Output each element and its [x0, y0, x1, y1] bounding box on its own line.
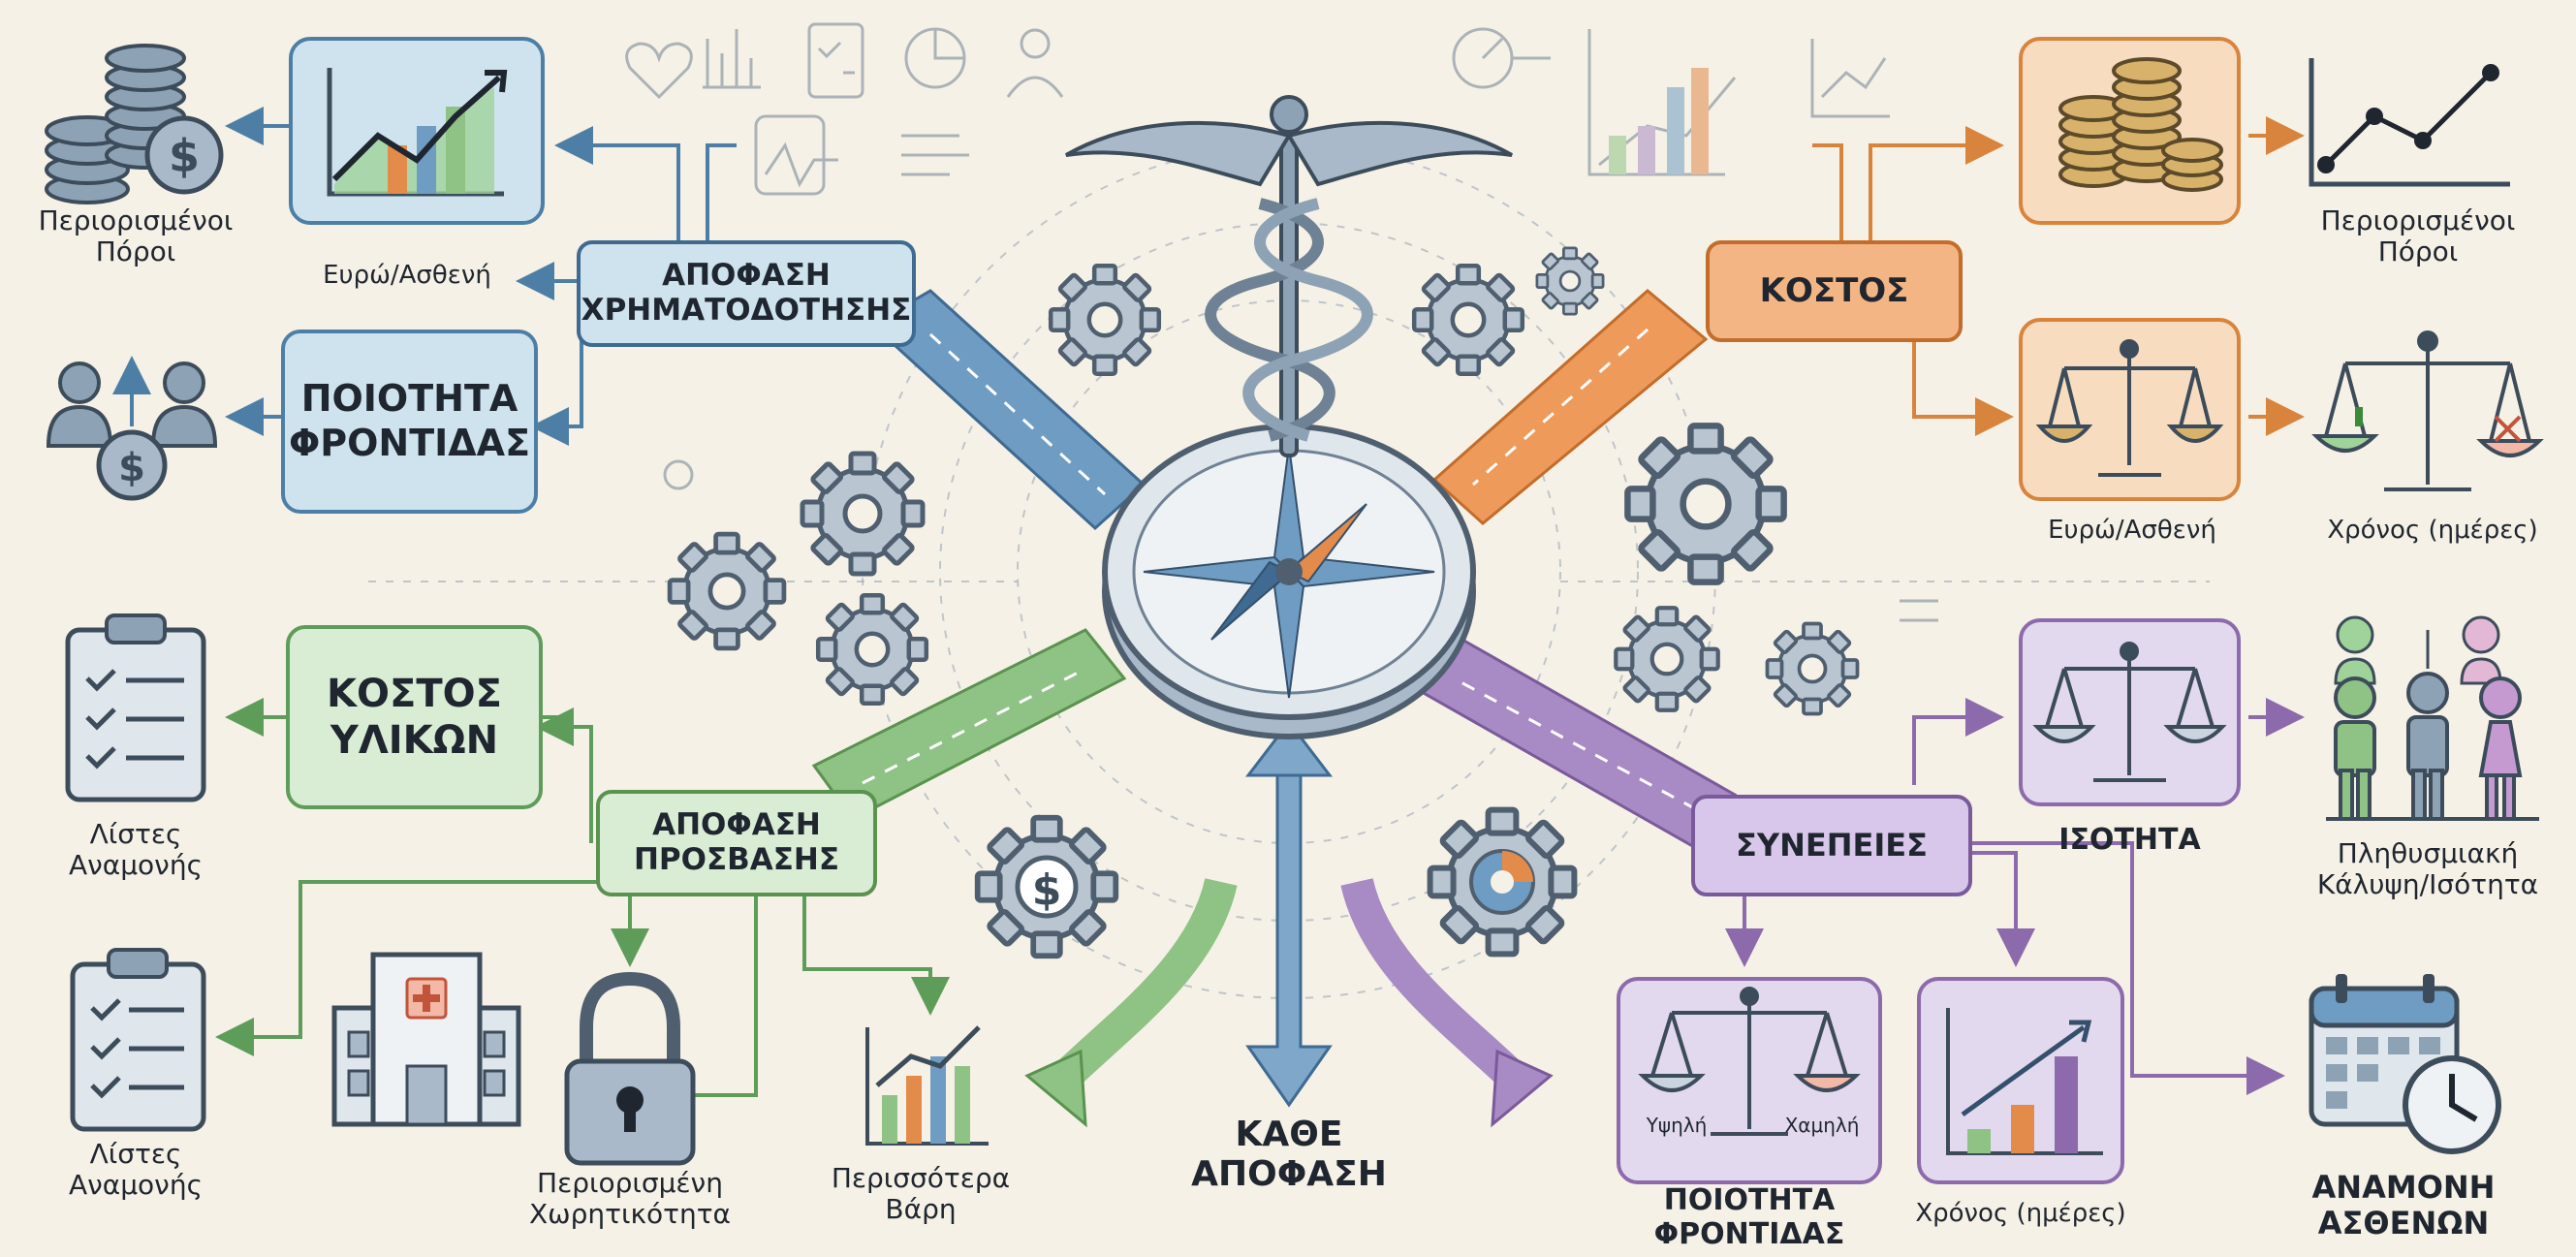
access-decision-node: ΑΠΟΦΑΣΗ ΠΡΟΣΒΑΣΗΣ	[596, 790, 877, 896]
time-days-bottom-label: Χρόνος (ημέρες)	[1915, 1199, 2126, 1228]
quality-of-care-card: ΠΟΙΟΤΗΤΑ ΦΡΟΝΤΙΔΑΣ	[281, 330, 538, 514]
limited-resources-left-label: Περιορισμένοι Πόροι	[38, 204, 234, 268]
low-label: Χαμηλή	[1784, 1114, 1860, 1137]
people-icon	[2326, 615, 2539, 821]
consequences-node: ΣΥΝΕΠΕΙΕΣ	[1691, 795, 1972, 896]
balance-scale-icon	[1638, 987, 1861, 1136]
population-coverage-label: Πληθυσμιακή Κάλυψη/Ισότητα	[2316, 837, 2539, 901]
more-burden-label: Περισσότερα Βάρη	[831, 1162, 1011, 1226]
material-cost-label: ΚΟΣΤΟΣ ΥΛΙΚΩΝ	[327, 672, 502, 763]
hospital-icon	[331, 952, 521, 1127]
pie-gear-icon	[1469, 849, 1535, 915]
time-days-right-label: Χρόνος (ημέρες)	[2327, 516, 2538, 545]
material-cost-card: ΚΟΣΤΟΣ ΥΛΙΚΩΝ	[286, 625, 543, 809]
compass-icon	[1102, 424, 1476, 739]
svg-text:$: $	[169, 130, 200, 182]
line-chart-icon	[327, 68, 508, 197]
cost-node: ΚΟΣΤΟΣ	[1706, 240, 1963, 342]
equality-label: ΙΣΟΤΗΤΑ	[2058, 823, 2201, 857]
limited-resources-right-label: Περιορισμένοι Πόροι	[2320, 204, 2516, 268]
people-dollar-icon: $	[46, 356, 218, 501]
line-chart-icon	[2309, 58, 2510, 187]
bar-chart-icon	[865, 1025, 989, 1146]
waiting-lists-label-1: Λίστες Αναμονής	[68, 818, 204, 882]
coins-icon	[2058, 57, 2223, 192]
balance-scale-icon	[2311, 330, 2544, 491]
quality-of-care-label: ΠΟΙΟΤΗΤΑ ΦΡΟΝΤΙΔΑΣ	[288, 377, 531, 464]
center-label: ΚΑΘΕ ΑΠΟΦΑΣΗ	[1191, 1115, 1387, 1195]
checklist-icon	[65, 613, 206, 802]
limited-capacity-label: Περιορισμένη Χωρητικότητα	[528, 1167, 732, 1231]
waiting-lists-label-2: Λίστες Αναμονής	[68, 1138, 204, 1202]
caduceus-icon	[1065, 95, 1513, 457]
euro-patient-right-label: Ευρώ/Ασθενή	[2048, 516, 2216, 545]
checklist-icon	[70, 948, 206, 1132]
coins-icon: $	[45, 44, 224, 204]
euro-patient-left-label: Ευρώ/Ασθενή	[323, 261, 491, 290]
svg-text:$: $	[118, 446, 145, 490]
calendar-clock-icon	[2309, 974, 2501, 1154]
dollar-gear-icon: $	[1015, 855, 1079, 919]
quality-bottom-label: ΠΟΙΟΤΗΤΑ ΦΡΟΝΤΙΔΑΣ	[1653, 1183, 1845, 1251]
patient-waiting-label: ΑΝΑΜΟΝΗ ΑΣΘΕΝΩΝ	[2311, 1169, 2496, 1241]
faint-icons	[625, 22, 1938, 622]
svg-text:$: $	[1032, 865, 1062, 915]
high-label: Υψηλή	[1646, 1114, 1708, 1137]
funding-decision-node: ΑΠΟΦΑΣΗ ΧΡΗΜΑΤΟΔΟΤΗΣΗΣ	[577, 240, 916, 347]
balance-scale-icon	[2035, 339, 2224, 477]
line-chart-icon	[1946, 1008, 2103, 1155]
padlock-icon	[564, 971, 696, 1166]
balance-scale-icon	[2032, 642, 2227, 782]
